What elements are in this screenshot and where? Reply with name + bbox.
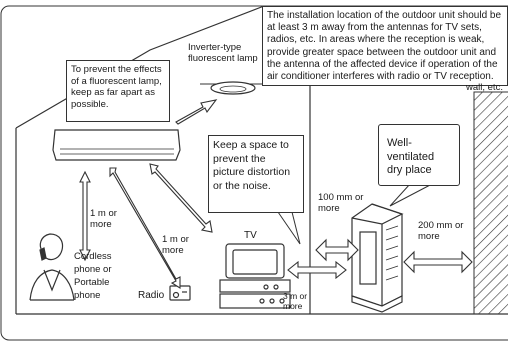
distance-200mm-label: 200 mm or more bbox=[418, 220, 464, 242]
dry-place-box: Well-ventilated dry place bbox=[378, 124, 460, 186]
distance-1m-center-label: 1 m or more bbox=[162, 234, 189, 256]
distance-1m-left-label: 1 m or more bbox=[90, 208, 117, 230]
installation-note-text: The installation location of the outdoor… bbox=[267, 10, 502, 83]
lamp-note-text: To prevent the effects of a fluorescent … bbox=[71, 64, 162, 110]
radio-label: Radio bbox=[138, 290, 165, 301]
dry-place-text: Well-ventilated dry place bbox=[387, 137, 435, 176]
tv-label: TV bbox=[244, 230, 257, 241]
tv-note-pointer bbox=[277, 211, 301, 245]
dry-place-pointer bbox=[389, 183, 433, 207]
tv-note-box: Keep a space to prevent the picture dist… bbox=[208, 135, 304, 213]
wall-label: wall, etc. bbox=[466, 82, 503, 93]
installation-note-box: The installation location of the outdoor… bbox=[262, 6, 508, 86]
outdoor-unit-icon bbox=[351, 203, 404, 313]
fluorescent-lamp-icon bbox=[200, 81, 270, 95]
lamp-label: Inverter-type fluorescent lamp bbox=[188, 42, 258, 64]
outdoor-wall bbox=[473, 91, 508, 315]
tv-icon bbox=[219, 243, 291, 309]
phone-label: Cordless phone or Portable phone bbox=[74, 251, 112, 301]
distance-100mm-label: 100 mm or more bbox=[318, 192, 364, 214]
lamp-note-box: To prevent the effects of a fluorescent … bbox=[66, 60, 170, 122]
house-roof bbox=[15, 5, 265, 129]
person-with-phone-icon bbox=[29, 233, 75, 301]
distance-3m-label: 3 m or more bbox=[283, 291, 308, 311]
distance-arrows bbox=[79, 99, 473, 289]
tv-note-text: Keep a space to prevent the picture dist… bbox=[213, 139, 291, 192]
indoor-unit-icon bbox=[52, 129, 181, 161]
